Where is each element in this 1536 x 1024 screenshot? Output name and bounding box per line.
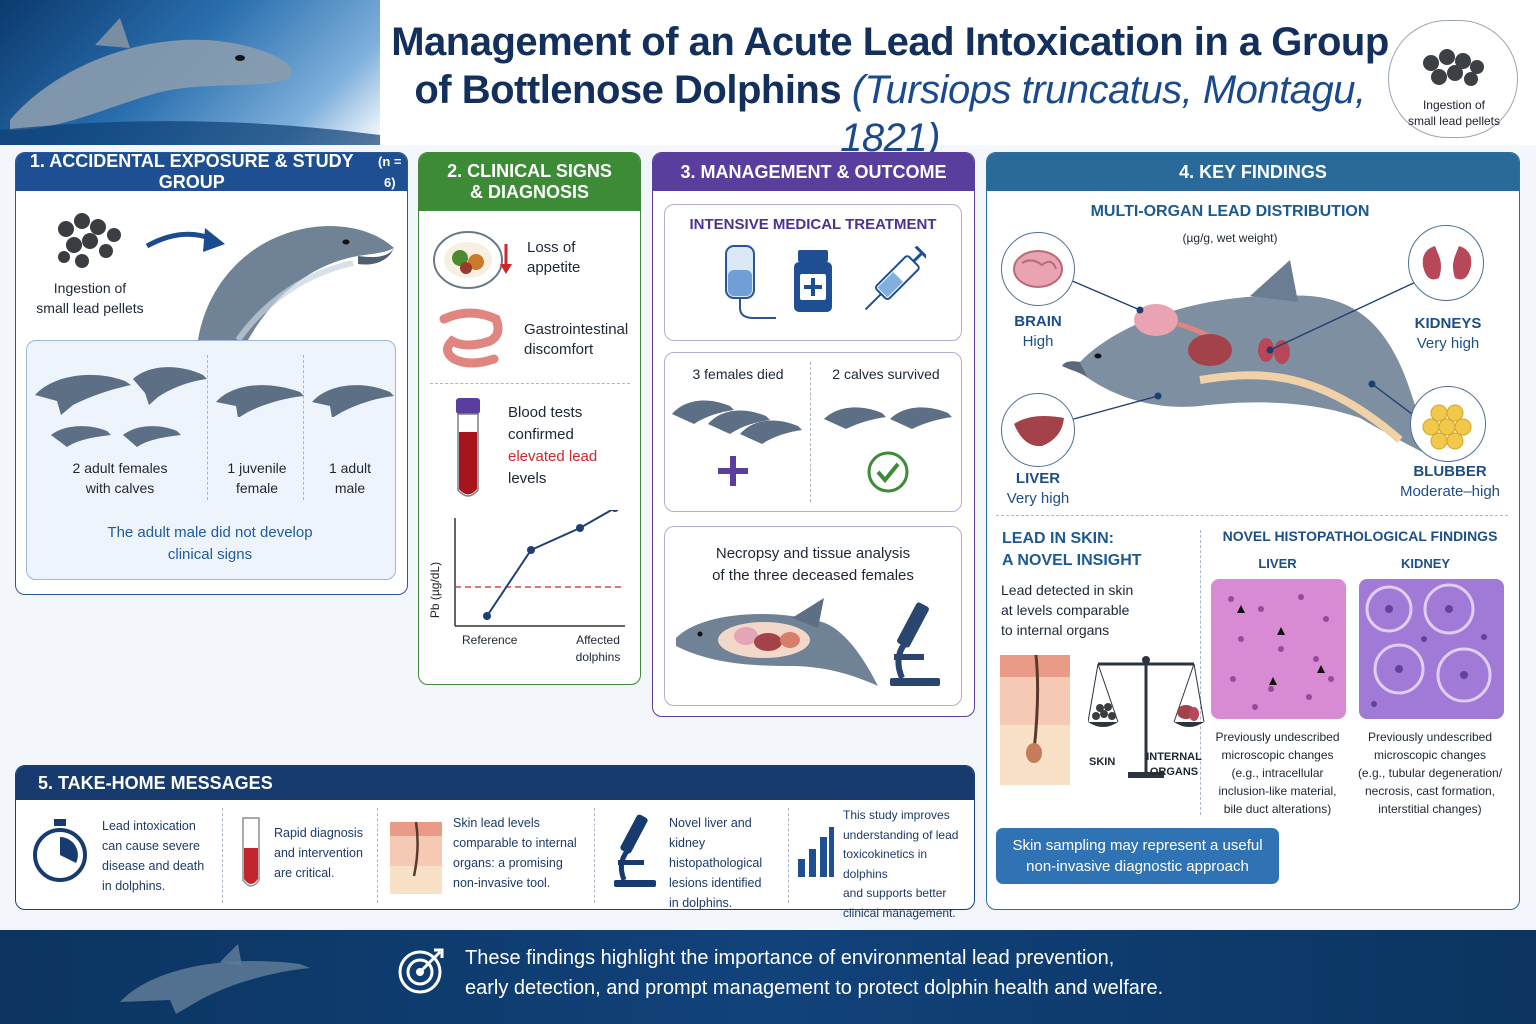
footer-banner — [0, 930, 1536, 1024]
chart-xlabel-reference: Reference — [462, 633, 518, 647]
skin-heading: LEAD IN SKIN:A NOVEL INSIGHT — [1002, 530, 1142, 569]
iv-bag-icon — [725, 245, 776, 319]
skin-icon — [390, 822, 442, 894]
panel-heading: 2. CLINICAL SIGNS& DIAGNOSIS — [419, 153, 640, 211]
blubber-icon — [1410, 386, 1486, 462]
histo-liver-label: LIVER — [1258, 556, 1297, 571]
plate-icon — [433, 231, 512, 289]
check-icon — [867, 451, 909, 493]
organ-connector-lines — [1069, 279, 1421, 421]
brain-icon — [1001, 232, 1075, 306]
target-icon — [398, 948, 444, 994]
kidney-icon — [1408, 225, 1484, 301]
died-label: 3 females died — [692, 366, 784, 382]
dolphin-icon — [198, 226, 394, 342]
dolphin-icon — [216, 385, 304, 417]
necropsy-dolphin-icon — [676, 598, 878, 686]
panel-heading: 4. KEY FINDINGS — [987, 153, 1519, 191]
intestine-icon — [439, 308, 503, 368]
test-tube-icon — [242, 817, 260, 887]
arrow-icon — [145, 228, 225, 252]
syringe-icon — [864, 246, 926, 311]
outcome-box — [664, 352, 962, 512]
microscope-icon — [890, 602, 940, 686]
panel-heading: 5. TAKE-HOME MESSAGES — [16, 766, 974, 800]
species-name: (Tursiops truncatus, Montagu, 1821) — [840, 68, 1366, 160]
panel-heading: 1. ACCIDENTAL EXPOSURE & STUDY GROUP (n … — [16, 153, 407, 192]
dolphin-group-icon — [35, 367, 207, 447]
distribution-heading: MULTI-ORGAN LEAD DISTRIBUTION — [1090, 203, 1370, 220]
deceased-dolphins-icon — [672, 400, 802, 444]
stopwatch-icon — [33, 819, 87, 882]
lead-level-chart: Pb (µg/dL) — [428, 510, 625, 627]
distribution-unit: (µg/g, wet weight) — [1182, 231, 1278, 245]
scale-icon — [1088, 656, 1205, 778]
treatment-heading: INTENSIVE MEDICAL TREATMENT — [689, 216, 937, 233]
blood-tube-icon — [456, 398, 480, 497]
scale-skin-label: SKIN — [1089, 756, 1116, 768]
kidney-histology-image — [1359, 579, 1504, 719]
dolphin-icon — [312, 385, 394, 417]
series-line — [486, 510, 614, 617]
surviving-calves-icon — [824, 407, 952, 429]
medicine-bottle-icon — [794, 250, 832, 312]
page-title: Management of an Acute Lead Intoxication… — [391, 20, 1389, 160]
plus-icon — [718, 456, 748, 486]
data-point — [483, 612, 491, 620]
dolphin-icon — [120, 944, 310, 1014]
skin-icon — [1000, 655, 1070, 785]
data-point — [527, 546, 535, 554]
chart-ylabel: Pb (µg/dL) — [428, 562, 442, 618]
microscope-icon — [614, 814, 656, 887]
dolphin-photo — [0, 0, 380, 145]
data-point — [611, 510, 619, 512]
panel-heading: 3. MANAGEMENT & OUTCOME — [653, 153, 974, 191]
panel-take-home: 5. TAKE-HOME MESSAGES — [15, 765, 975, 910]
liver-histology-image — [1211, 579, 1346, 719]
histo-kidney-label: KIDNEY — [1400, 556, 1451, 571]
bar-chart-icon — [798, 827, 834, 877]
lead-pellets-icon — [1423, 49, 1484, 86]
footer-message: These findings highlight the importance … — [465, 947, 1164, 999]
histo-heading: NOVEL HISTOPATHOLOGICAL FINDINGS — [1222, 528, 1498, 544]
liver-icon — [1001, 393, 1075, 467]
lead-pellets-icon — [58, 213, 121, 268]
survived-label: 2 calves survived — [832, 366, 940, 382]
dolphin-organs-diagram — [1062, 260, 1438, 460]
data-point — [576, 524, 584, 532]
